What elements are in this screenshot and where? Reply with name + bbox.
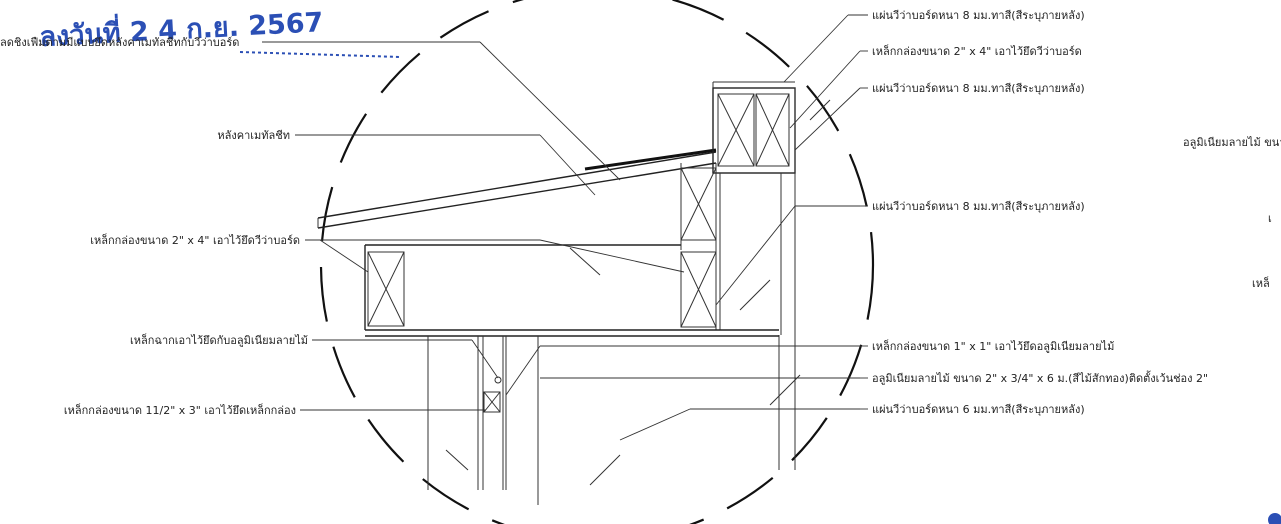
metal-sheet-roof (317, 148, 717, 229)
wall-steel-boxes (680, 167, 717, 328)
right-leaders (505, 14, 868, 441)
label-far-right-1: อลูมิเนียมลายไม้ ขนา (1183, 136, 1281, 149)
label-steel-angle: เหล็กฉากเอาไว้ยึดกับอลูมิเนียมลายไม้ (130, 333, 308, 347)
corner-mark (1268, 513, 1281, 524)
canopy-frame (364, 244, 779, 337)
stamp-underline (239, 51, 401, 58)
label-far-right-2: เ (1268, 212, 1272, 225)
aluminium-slats (427, 336, 539, 505)
label-metal-roof: หลังคาเมทัลชีท (217, 129, 290, 142)
label-viva-3: แผ่นวีว่าบอร์ดหนา 8 มม.ทาสี(สีระบุภายหลั… (872, 200, 1085, 213)
label-viva-6: แผ่นวีว่าบอร์ดหนา 6 มม.ทาสี(สีระบุภายหลั… (872, 403, 1085, 416)
label-viva-top: แผ่นวีว่าบอร์ดหนา 8 มม.ทาสี(สีระบุภายหลั… (872, 9, 1085, 22)
left-leaders (262, 41, 685, 411)
detail-circle (319, 0, 875, 524)
label-steel-box-112: เหล็กกล่องขนาด 11/2" x 3" เอาไว้ยึดเหล็ก… (64, 403, 296, 417)
vertical-wall-lines (680, 88, 796, 470)
label-alu-slat: อลูมิเนียมลายไม้ ขนาด 2" x 3/4" x 6 ม.(ส… (872, 370, 1208, 385)
label-steel-box-left: เหล็กกล่องขนาด 2" x 4" เอาไว้ยึดวีว่าบอร… (90, 233, 300, 247)
upper-steel-box (712, 81, 796, 174)
label-far-right-3: เหล็ (1252, 276, 1270, 290)
label-steel-box-24: เหล็กกล่องขนาด 2" x 4" เอาไว้ยึดวีว่าบอร… (872, 44, 1082, 58)
label-steel-box-11: เหล็กกล่องขนาด 1" x 1" เอาไว้ยึดอลูมิเนี… (872, 339, 1114, 353)
hatch-marks (445, 99, 831, 486)
label-viva-2: แผ่นวีว่าบอร์ดหนา 8 มม.ทาสี(สีระบุภายหลั… (872, 82, 1085, 95)
label-top-partial: ลดชิงเฟืมตามมีแบบยึดหลังคาเมทัลชีทกับวีว… (0, 36, 239, 49)
